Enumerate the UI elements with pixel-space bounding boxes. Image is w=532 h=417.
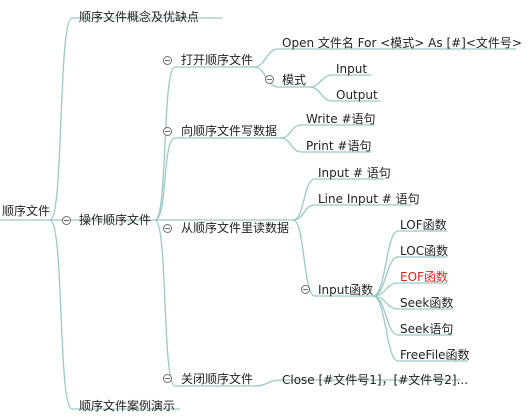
- branch-demo: [49, 219, 181, 410]
- topic-demo[interactable]: 顺序文件案例演示: [79, 399, 176, 413]
- branch-mode-input: [309, 74, 372, 88]
- collapse-icon[interactable]: [163, 374, 172, 383]
- node-lof-func[interactable]: LOF函数: [400, 218, 447, 232]
- node-mode-input[interactable]: Input: [336, 62, 368, 76]
- node-mode-output[interactable]: Output: [336, 88, 378, 102]
- subtopic-read[interactable]: 从顺序文件里读数据: [181, 221, 290, 235]
- node-write-stmt[interactable]: Write #语句: [306, 112, 376, 126]
- collapse-icon[interactable]: [301, 285, 310, 294]
- branch-loc: [372, 256, 448, 297]
- node-loc-func[interactable]: LOC函数: [400, 244, 449, 258]
- node-freefile-func[interactable]: FreeFile函数: [400, 348, 470, 362]
- subtopic-write[interactable]: 向顺序文件写数据: [181, 124, 278, 138]
- branch-lof: [372, 230, 448, 297]
- branch-lineinput-stmt: [292, 204, 412, 221]
- topic-concepts[interactable]: 顺序文件概念及优缺点: [79, 10, 200, 24]
- branch-input-func: [292, 219, 374, 297]
- branch-eof: [372, 282, 448, 297]
- branch-input-stmt: [292, 178, 385, 221]
- branch-mode-output: [309, 86, 381, 102]
- collapse-icon[interactable]: [62, 216, 71, 225]
- node-input-stmt[interactable]: Input # 语句: [318, 166, 391, 180]
- branch-close-syntax: [254, 379, 461, 387]
- node-seek-func[interactable]: Seek函数: [400, 296, 454, 310]
- subtopic-open[interactable]: 打开顺序文件: [181, 53, 254, 67]
- branch-print-stmt: [279, 137, 372, 153]
- node-mode[interactable]: 模式: [282, 73, 307, 87]
- node-seek-stmt[interactable]: Seek语句: [400, 322, 454, 336]
- node-close-syntax[interactable]: Close [#文件号1]，[#文件号2]...: [282, 373, 469, 387]
- branch-close: [154, 219, 256, 387]
- collapse-icon[interactable]: [163, 224, 172, 233]
- node-eof-func[interactable]: EOF函数: [400, 270, 448, 284]
- branch-open-syntax: [253, 48, 517, 68]
- node-print-stmt[interactable]: Print #语句: [306, 139, 372, 153]
- subtopic-close[interactable]: 关闭顺序文件: [181, 372, 254, 386]
- node-open-syntax[interactable]: Open 文件名 For <模式> As [#]<文件号>: [282, 36, 522, 50]
- branch-freefile: [372, 295, 469, 362]
- topic-operate[interactable]: 操作顺序文件: [79, 213, 152, 227]
- node-input-func[interactable]: Input函数: [318, 283, 374, 297]
- collapse-icon[interactable]: [163, 56, 172, 65]
- collapse-icon[interactable]: [163, 127, 172, 136]
- root-node[interactable]: 顺序文件: [2, 204, 51, 218]
- collapse-icon[interactable]: [265, 75, 274, 84]
- node-lineinput-stmt[interactable]: Line Input # 语句: [318, 192, 420, 206]
- branch-write: [154, 137, 281, 221]
- branch-write-stmt: [279, 124, 375, 139]
- branch-concepts: [49, 17, 223, 221]
